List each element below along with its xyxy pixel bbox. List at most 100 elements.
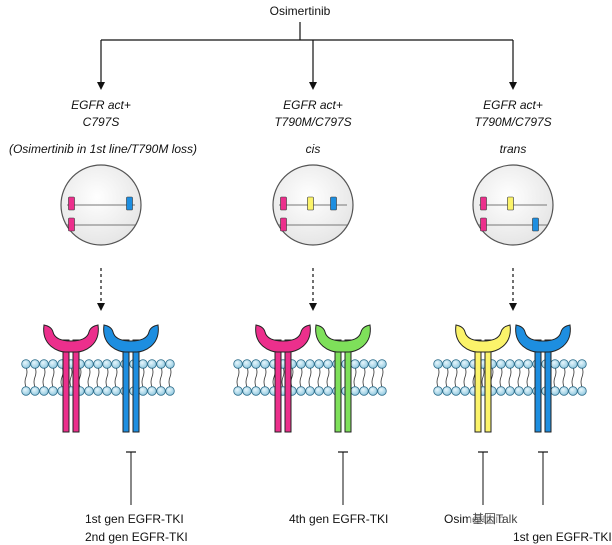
- lipid-head: [559, 386, 569, 396]
- lipid-head: [577, 359, 587, 369]
- lipid-head: [505, 386, 515, 396]
- lipid-head: [251, 359, 261, 369]
- col1-drug-1: 1st gen EGFR-TKI: [85, 512, 184, 526]
- lipid-head: [523, 359, 533, 369]
- receptor-binding-cup: [103, 324, 159, 353]
- lipid-head: [323, 359, 333, 369]
- lipid-tail: [42, 366, 46, 388]
- mutation-marker-magenta: [480, 196, 487, 211]
- lipid-head: [442, 386, 452, 396]
- lipid-head: [156, 386, 166, 396]
- receptor-binding-cup: [315, 324, 371, 353]
- diagram-art: [21, 22, 587, 505]
- mutation-marker-magenta: [68, 196, 75, 211]
- lipid-head: [359, 386, 369, 396]
- lipid-tail: [517, 366, 521, 388]
- lipid-tail: [281, 366, 285, 388]
- col3-subtitle: trans: [499, 142, 527, 156]
- lipid-tail: [96, 366, 100, 388]
- lipid-head: [93, 359, 103, 369]
- lipid-head: [433, 386, 443, 396]
- lipid-tail: [24, 366, 28, 388]
- lipid-tail: [69, 366, 73, 388]
- col2-subtitle: cis: [305, 142, 321, 156]
- lipid-head: [314, 359, 324, 369]
- receptor-leg: [334, 339, 342, 433]
- receptor-leg: [122, 339, 130, 433]
- lipid-head: [496, 359, 506, 369]
- lipid-tail: [317, 366, 321, 388]
- lipid-head: [377, 359, 387, 369]
- lipid-head: [451, 386, 461, 396]
- receptor-leg: [544, 339, 552, 433]
- lipid-head: [305, 386, 315, 396]
- mutation-marker-blue: [330, 196, 337, 211]
- lipid-head: [147, 386, 157, 396]
- column-3: [433, 164, 587, 505]
- top-drug-label: Osimertinib: [269, 4, 331, 18]
- lipid-head: [323, 386, 333, 396]
- receptor-leg: [284, 339, 292, 433]
- mutation-marker-blue: [532, 217, 539, 232]
- lipid-head: [102, 386, 112, 396]
- lipid-head: [21, 359, 31, 369]
- lipid-tail: [463, 366, 467, 388]
- receptor-leg: [474, 339, 482, 433]
- lipid-head: [296, 359, 306, 369]
- lipid-head: [84, 386, 94, 396]
- receptor-blue: [515, 324, 571, 433]
- lipid-head: [30, 386, 40, 396]
- lipid-head: [514, 359, 524, 369]
- lipid-tail: [526, 366, 530, 388]
- mutation-marker-magenta: [280, 217, 287, 232]
- lipid-tail: [150, 366, 154, 388]
- lipid-head: [305, 359, 315, 369]
- lipid-tail: [499, 366, 503, 388]
- lipid-head: [111, 359, 121, 369]
- lipid-tail: [105, 366, 109, 388]
- lipid-head: [48, 359, 58, 369]
- cell-membrane: [21, 359, 175, 396]
- dashed-arrow-head: [309, 303, 317, 311]
- lipid-head: [550, 359, 560, 369]
- lipid-head: [165, 359, 175, 369]
- lipid-head: [39, 386, 49, 396]
- receptor-leg: [132, 339, 140, 433]
- lipid-head: [550, 386, 560, 396]
- lipid-tail: [580, 366, 584, 388]
- lipid-head: [251, 386, 261, 396]
- receptor-leg: [274, 339, 282, 433]
- lipid-tail: [326, 366, 330, 388]
- lipid-tail: [114, 366, 118, 388]
- diagram-canvas: Osimertinib EGFR act+ C797S (Osimertinib…: [9, 4, 612, 544]
- lipid-tail: [508, 366, 512, 388]
- lipid-tail: [87, 366, 91, 388]
- lipid-head: [314, 386, 324, 396]
- lipid-tail: [254, 366, 258, 388]
- lipid-tail: [553, 366, 557, 388]
- lipid-head: [460, 359, 470, 369]
- cell-membrane: [433, 359, 587, 396]
- lipid-head: [111, 386, 121, 396]
- lipid-head: [260, 386, 270, 396]
- lipid-head: [568, 386, 578, 396]
- lipid-head: [577, 386, 587, 396]
- lipid-tail: [168, 366, 172, 388]
- lipid-head: [296, 386, 306, 396]
- lipid-head: [377, 386, 387, 396]
- lipid-head: [359, 359, 369, 369]
- lipid-tail: [245, 366, 249, 388]
- receptor-binding-cup: [455, 324, 511, 353]
- lipid-head: [48, 386, 58, 396]
- receptor-leg: [344, 339, 352, 433]
- mutation-marker-yellow: [307, 196, 314, 211]
- lipid-tail: [571, 366, 575, 388]
- col3-drug-2: 1st gen EGFR-TKI: [513, 530, 612, 544]
- lipid-head: [102, 359, 112, 369]
- col1-title-line1: EGFR act+: [71, 98, 131, 112]
- mutation-marker-magenta: [280, 196, 287, 211]
- lipid-head: [93, 386, 103, 396]
- lipid-head: [433, 359, 443, 369]
- lipid-head: [30, 359, 40, 369]
- lipid-tail: [141, 366, 145, 388]
